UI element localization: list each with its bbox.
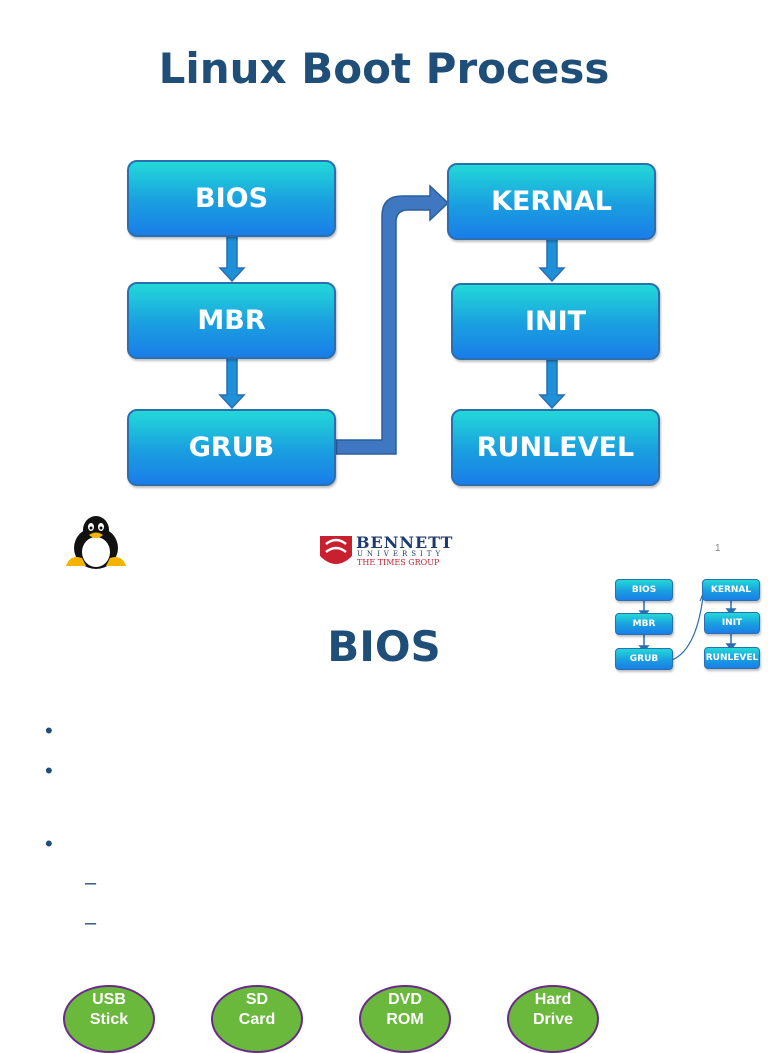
kernal-box: KERNAL: [447, 163, 656, 240]
bennett-university-logo: [320, 536, 352, 564]
thumb-mbr-box: MBR: [615, 613, 673, 635]
grub-box: GRUB: [127, 409, 336, 486]
sd-card-oval: SD Card: [211, 985, 303, 1053]
logo-name: BENNETT: [356, 533, 454, 552]
oval-line1: Hard: [534, 991, 572, 1008]
thumb-kernal-box: KERNAL: [702, 579, 760, 601]
oval-line1: DVD: [388, 991, 422, 1008]
oval-line1: SD: [245, 991, 269, 1008]
bios-box: BIOS: [127, 160, 336, 237]
arrow-bios-mbr: [218, 235, 246, 283]
bullet-2: •: [45, 758, 53, 783]
arrow-init-runlevel: [538, 359, 566, 410]
dvd-rom-oval: DVD ROM: [359, 985, 451, 1053]
oval-line1: USB: [92, 991, 126, 1008]
sub-bullet-2: –: [85, 912, 97, 934]
oval-line2: ROM: [386, 1011, 424, 1028]
logo-sub: UNIVERSITY: [357, 550, 445, 558]
thumb-grub-box: GRUB: [615, 648, 673, 670]
hard-drive-oval: Hard Drive: [507, 985, 599, 1053]
thumb-bios-box: BIOS: [615, 579, 673, 601]
arrow-grub-kernal: [335, 184, 450, 455]
flow-arrows: [218, 184, 566, 455]
oval-line2: Drive: [532, 1011, 574, 1028]
arrow-mbr-grub: [218, 357, 246, 410]
arrow-kernal-init: [538, 238, 566, 283]
sub-bullet-1: –: [85, 872, 97, 894]
usb-stick-oval: USB Stick: [63, 985, 155, 1053]
logo-group: THE TIMES GROUP: [357, 558, 440, 567]
slide-title: Linux Boot Process: [158, 44, 610, 93]
oval-line2: Stick: [89, 1011, 129, 1028]
bullet-3: •: [45, 831, 53, 856]
thumb-runlevel-box: RUNLEVEL: [704, 647, 760, 669]
init-box: INIT: [451, 283, 660, 360]
runlevel-box: RUNLEVEL: [451, 409, 660, 486]
oval-line2: Card: [238, 1011, 276, 1028]
thumb-init-box: INIT: [704, 612, 760, 634]
tux-penguin-icon: [66, 516, 126, 569]
slide-2-title: BIOS: [327, 622, 441, 671]
mbr-box: MBR: [127, 282, 336, 359]
page-number: 1: [715, 543, 721, 554]
bullet-1: •: [45, 718, 53, 743]
